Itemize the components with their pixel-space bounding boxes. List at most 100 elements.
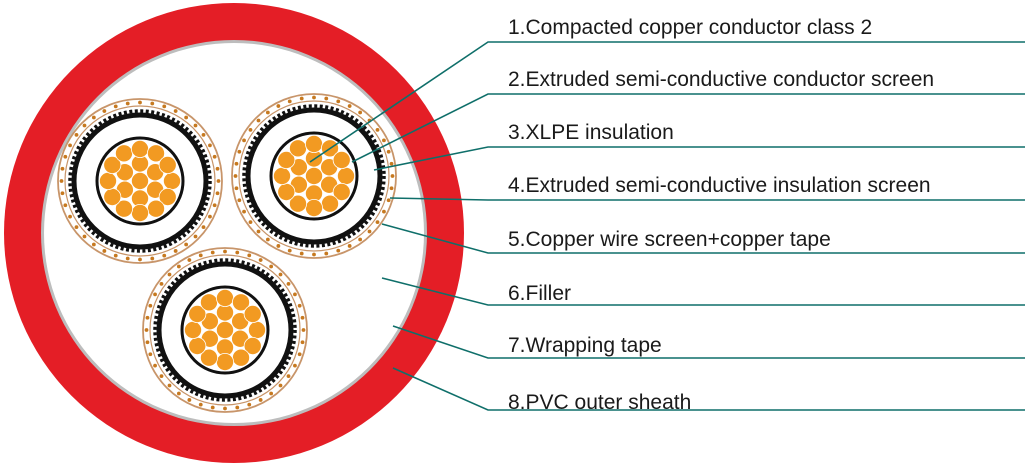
conductor-strand <box>272 166 291 185</box>
copper-wire <box>201 132 206 137</box>
copper-wire <box>74 132 79 137</box>
copper-wire <box>138 257 142 262</box>
copper-wire <box>82 234 87 239</box>
copper-wire <box>389 186 394 191</box>
copper-wire <box>187 398 192 402</box>
semiconductive-insulation-screen-dashes <box>153 258 297 402</box>
copper-wire <box>210 250 215 255</box>
copper-wire <box>145 315 150 320</box>
copper-wire <box>193 234 198 239</box>
label-7: 7.Wrapping tape <box>508 334 662 357</box>
copper-wire <box>336 248 341 253</box>
copper-wire <box>382 209 386 214</box>
copper-wire <box>212 154 217 159</box>
copper-tape-inner <box>238 100 390 252</box>
leader-lines <box>309 41 1025 411</box>
copper-wire <box>299 251 304 256</box>
conductor-strand <box>304 134 323 153</box>
copper-wire <box>201 225 206 230</box>
copper-wire <box>293 292 297 297</box>
leader-line-2 <box>351 93 1025 163</box>
copper-wire <box>375 127 380 132</box>
copper-wire <box>389 161 394 166</box>
conductor-strand <box>130 171 149 190</box>
copper-wire <box>184 242 189 247</box>
copper-wire <box>173 249 178 253</box>
copper-wire <box>208 143 212 148</box>
copper-wire <box>367 229 372 234</box>
copper-wire <box>299 96 304 101</box>
copper-wire <box>324 251 329 256</box>
conductor-strand <box>231 293 250 312</box>
conductor-strand <box>188 336 207 355</box>
copper-wire <box>287 248 292 253</box>
leader-line-6 <box>381 277 1025 306</box>
conductor-strand <box>162 171 181 190</box>
core-2 <box>231 93 397 259</box>
copper-wire <box>237 198 242 203</box>
copper-wire <box>235 405 240 410</box>
copper-wire <box>276 244 281 248</box>
copper-wire <box>297 352 302 357</box>
copper-wire <box>269 391 274 396</box>
conductor-strand <box>304 198 323 217</box>
copper-wire <box>358 237 363 242</box>
copper-wire <box>223 406 227 411</box>
copper-wire <box>63 203 68 208</box>
copper-wire <box>300 315 305 320</box>
conductor-strand <box>288 139 307 158</box>
copper-wire <box>312 252 316 257</box>
conductor-strand <box>103 187 122 206</box>
copper-wire <box>237 149 242 154</box>
leader-line-8 <box>392 367 1025 411</box>
leader-line-5 <box>381 223 1025 254</box>
copper-wire <box>386 149 391 154</box>
copper-wire <box>278 272 283 277</box>
copper-wire <box>198 253 203 258</box>
copper-wire <box>256 229 261 234</box>
conductor-strand <box>146 144 165 163</box>
label-5: 5.Copper wire screen+copper tape <box>508 228 831 251</box>
leader-line-3 <box>373 146 1025 171</box>
copper-wire <box>215 191 220 196</box>
copper-wire <box>167 383 172 388</box>
copper-wire <box>256 118 261 123</box>
copper-wire <box>60 166 65 171</box>
copper-tape-inner <box>64 105 216 257</box>
copper-wire <box>336 99 341 104</box>
conductor-strand <box>103 155 122 174</box>
copper-wire <box>145 340 150 345</box>
copper-wire <box>234 161 239 166</box>
copper-wire <box>144 328 149 332</box>
copper-wire <box>102 109 107 113</box>
copper-wire <box>173 109 178 113</box>
conductor-strand <box>243 304 262 323</box>
conductor-strand <box>231 348 250 367</box>
copper-wire <box>176 264 181 269</box>
copper-wire <box>269 264 274 269</box>
copper-wire <box>215 166 220 171</box>
copper-wire <box>59 179 64 183</box>
copper-wire <box>248 220 253 225</box>
conductor-strand <box>199 293 218 312</box>
copper-wire <box>125 101 130 106</box>
cores-group <box>57 93 397 413</box>
conductor-strand <box>288 194 307 213</box>
copper-wire <box>148 352 153 357</box>
conductor-strand <box>146 199 165 218</box>
copper-wire <box>375 220 380 225</box>
conductor-strand <box>215 288 234 307</box>
copper-wire <box>234 186 239 191</box>
copper-wire <box>159 281 164 286</box>
leader-line-4 <box>389 197 1025 201</box>
copper-wire <box>324 96 329 101</box>
conductor-strand <box>115 144 134 163</box>
label-1: 1.Compacted copper conductor class 2 <box>508 16 872 39</box>
copper-wire <box>235 250 240 255</box>
copper-wire <box>242 138 246 143</box>
copper-wire <box>63 154 68 159</box>
conductor-strand <box>277 182 296 201</box>
copper-wire <box>125 256 130 261</box>
copper-wire <box>193 123 198 128</box>
copper-wire <box>91 115 96 120</box>
